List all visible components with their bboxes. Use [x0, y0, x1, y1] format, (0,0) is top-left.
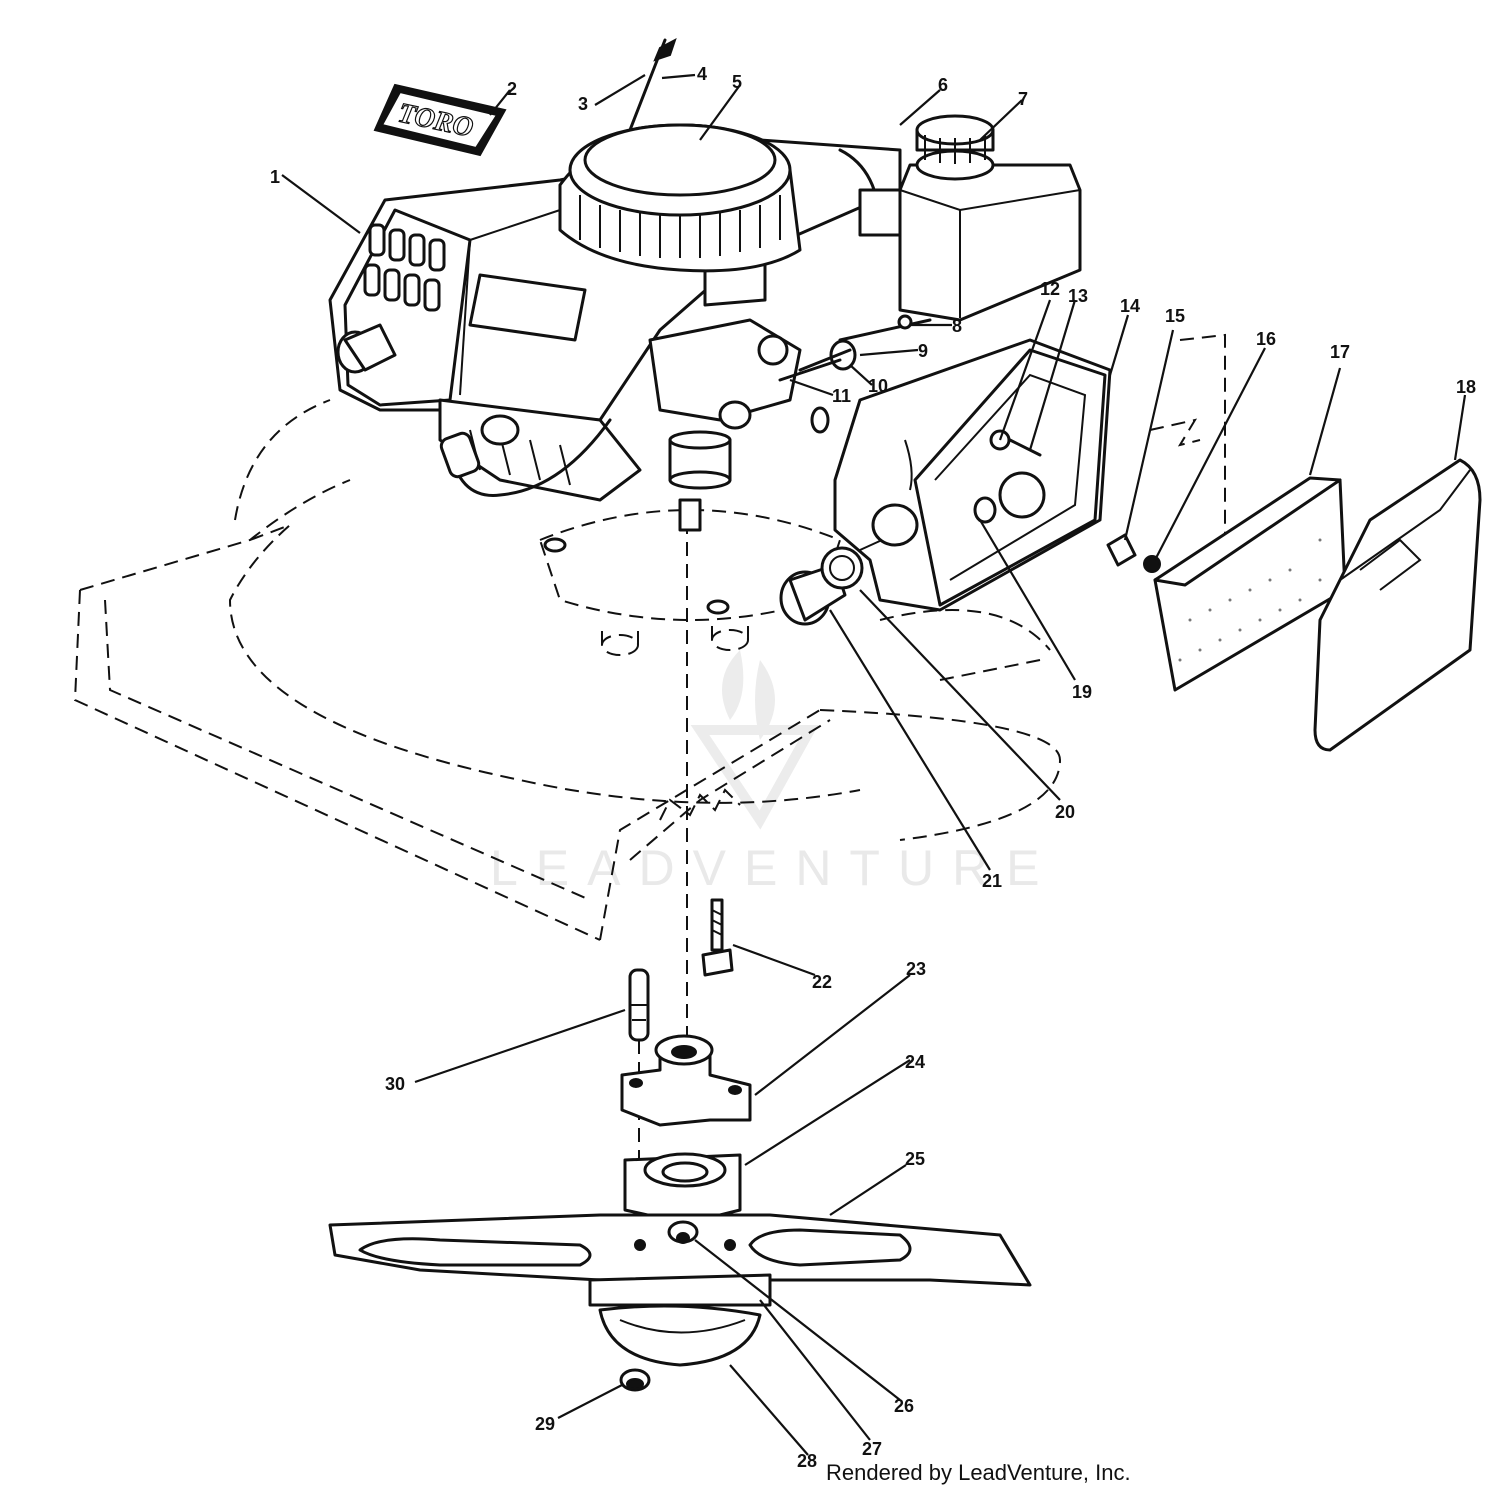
- callout-11: 11: [832, 386, 851, 406]
- air-filter-parts: [1106, 458, 1482, 752]
- callout-9: 9: [918, 341, 928, 361]
- callout-19: 19: [1072, 682, 1092, 702]
- callouts: 1 2 3 4 5 6 7 8 9 10 11 12 13 14 15 16 1…: [270, 64, 1476, 1471]
- callout-28: 28: [797, 1451, 817, 1471]
- callout-30: 30: [385, 1074, 405, 1094]
- callout-27: 27: [862, 1439, 882, 1459]
- callout-5: 5: [732, 72, 742, 92]
- mower-deck: [73, 333, 1226, 1040]
- callout-24: 24: [905, 1052, 925, 1072]
- callout-15: 15: [1165, 306, 1185, 326]
- callout-23: 23: [906, 959, 926, 979]
- filter-foam-texture: [1178, 538, 1322, 662]
- shroud-vents: [363, 223, 446, 312]
- callout-2: 2: [507, 79, 517, 99]
- callout-29: 29: [535, 1414, 555, 1434]
- render-credit: Rendered by LeadVenture, Inc.: [826, 1460, 1131, 1485]
- watermark-text: LEADVENTURE: [490, 840, 1058, 896]
- watermark: LEADVENTURE: [490, 650, 1058, 896]
- callout-13: 13: [1068, 286, 1088, 306]
- toro-decal: TORO: [373, 83, 507, 157]
- callout-21: 21: [982, 871, 1002, 891]
- callout-16: 16: [1256, 329, 1276, 349]
- leader-lines: [281, 73, 1467, 1456]
- callout-18: 18: [1456, 377, 1476, 397]
- callout-26: 26: [894, 1396, 914, 1416]
- callout-17: 17: [1330, 342, 1350, 362]
- fuel-tank: [838, 114, 1082, 322]
- callout-14: 14: [1120, 296, 1140, 316]
- callout-1: 1: [270, 167, 280, 187]
- callout-22: 22: [812, 972, 832, 992]
- callout-25: 25: [905, 1149, 925, 1169]
- callout-7: 7: [1018, 89, 1028, 109]
- callout-10: 10: [868, 376, 888, 396]
- callout-6: 6: [938, 75, 948, 95]
- callout-12: 12: [1040, 279, 1060, 299]
- callout-8: 8: [952, 316, 962, 336]
- callout-4: 4: [697, 64, 707, 84]
- callout-3: 3: [578, 94, 588, 114]
- air-cleaner-base: [779, 338, 1112, 626]
- recoil-starter: [558, 37, 802, 273]
- starter-ribs: [579, 195, 781, 258]
- callout-20: 20: [1055, 802, 1075, 822]
- blade-assembly: [328, 898, 1032, 1392]
